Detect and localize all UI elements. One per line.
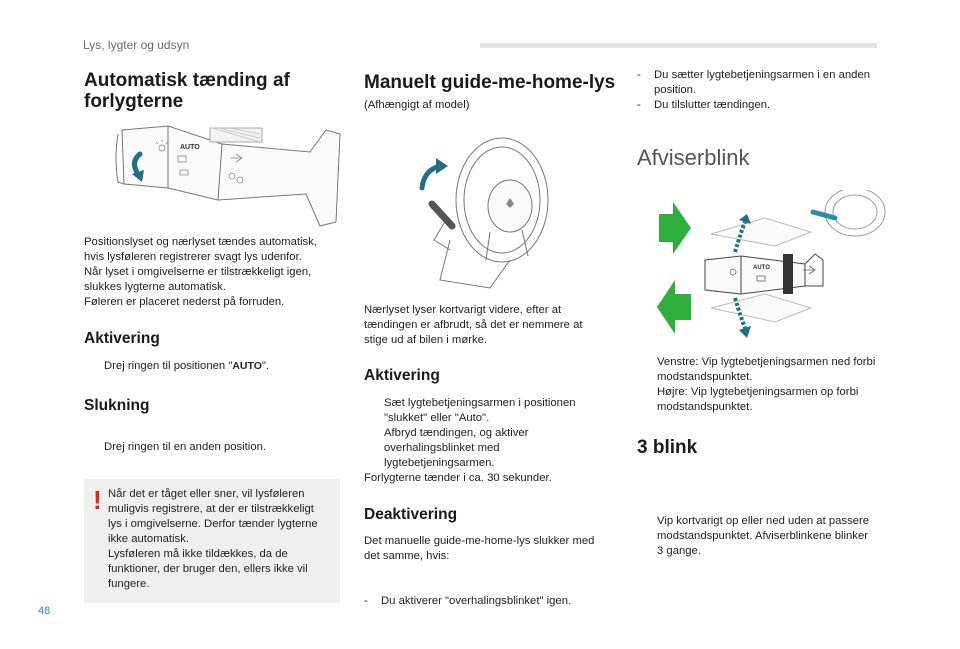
text-line: Lysføleren må ikke tildækkes, da de <box>108 548 288 560</box>
title-line: forlygterne <box>84 91 184 112</box>
text-line: slukkes lygterne automatisk. <box>84 281 226 293</box>
afviserblink-heading: Afviserblink <box>637 145 750 170</box>
text-line: det samme, hvis: <box>364 550 450 562</box>
text-line: stige ud af bilen i mørke. <box>364 334 488 346</box>
text: Drej ringen til positionen " <box>104 360 233 372</box>
indicator-illustration: AUTO <box>657 190 886 338</box>
auto-keyword: AUTO <box>232 360 262 372</box>
text-line: fungere. <box>108 578 150 590</box>
text-line: modstandspunktet. <box>657 371 753 383</box>
text-line: position. <box>654 84 697 96</box>
text-line: Højre: Vip lygtebetjeningsarmen op forbi <box>657 386 859 398</box>
warning-text: Når det er tåget eller sner, vil lysføle… <box>108 487 334 592</box>
aktivering-item: Drej ringen til positionen "AUTO". <box>84 359 364 374</box>
text-line: Vip kortvarigt op eller ned uden at pass… <box>657 515 870 527</box>
guide-intro: Nærlyset lyser kortvarigt videre, efter … <box>364 303 614 348</box>
deaktivering-continued: - Du sætter lygtebetjeningsarmen i en an… <box>637 68 897 113</box>
rotate-arrow <box>132 151 143 177</box>
text-line: Du tilslutter tændingen. <box>654 99 771 111</box>
text-line: Når det er tåget eller sner, vil lysføle… <box>108 488 305 500</box>
list-item: Højre: Vip lygtebetjeningsarmen op forbi… <box>637 385 897 415</box>
slukning-heading: Slukning <box>84 397 150 414</box>
text-line: Nærlyset lyser kortvarigt videre, efter … <box>364 304 562 316</box>
deaktivering-heading: Deaktivering <box>364 506 458 523</box>
text: Du aktiverer "overhalingsblinket" igen. <box>381 595 572 607</box>
text-line: Positionslyset og nærlyset tændes automa… <box>84 236 317 248</box>
text-line: Føleren er placeret nederst på forruden. <box>84 296 285 308</box>
text-line: Du sætter lygtebetjeningsarmen i en ande… <box>654 69 871 81</box>
list-item: Sæt lygtebetjeningsarmen i positionen "s… <box>364 396 614 426</box>
auto-headlights-title: Automatisk tænding af forlygterne <box>84 70 290 112</box>
guide-me-home-title: Manuelt guide-me-home-lys <box>364 72 616 93</box>
text-line: lys i omgivelserne. Derfor tænder lygter… <box>108 518 318 530</box>
text-line: Venstre: Vip lygtebetjeningsarmen ned fo… <box>657 356 876 368</box>
text-line: modstandspunktet. Afviserblinkene blinke… <box>657 530 868 542</box>
guide-aktivering-list: Sæt lygtebetjeningsarmen i positionen "s… <box>364 396 614 486</box>
duration-note: Forlygterne tænder i ca. 30 sekunder. <box>364 472 552 484</box>
text-line: Når lyset i omgivelserne er tilstrækkeli… <box>84 266 312 278</box>
text-line: 3 gange. <box>657 545 701 557</box>
guide-aktivering-heading: Aktivering <box>364 367 440 384</box>
header-bar <box>480 43 877 48</box>
deaktivering-item: - Du aktiverer "overhalingsblinket" igen. <box>364 594 641 609</box>
dash-mark: - <box>364 595 368 607</box>
dash-mark: - <box>637 69 641 81</box>
text-line: "slukket" eller "Auto". <box>384 412 490 424</box>
steering-wheel-illustration <box>419 137 549 289</box>
text-line: ikke automatisk. <box>108 533 189 545</box>
text-line: overhalingsblinket med <box>384 442 500 454</box>
auto-stalk-illustration: AUTO <box>115 125 341 227</box>
three-blink-item: Vip kortvarigt op eller ned uden at pass… <box>637 514 917 559</box>
text-line: hvis lysføleren registrerer svagt lys ud… <box>84 251 302 263</box>
dash-mark: - <box>637 99 641 111</box>
up-arrow-icon <box>739 214 751 224</box>
afviserblink-list: Venstre: Vip lygtebetjeningsarmen ned fo… <box>637 355 897 415</box>
text-line: muligvis registrere, at der er tilstrækk… <box>108 503 314 515</box>
page-number: 48 <box>38 605 51 617</box>
auto-label: AUTO <box>180 144 200 151</box>
warning-box: ! Når det er tåget eller sner, vil lysfø… <box>84 479 340 603</box>
deaktivering-intro: Det manuelle guide-me-home-lys slukker m… <box>364 534 624 564</box>
down-arrow-icon <box>739 326 751 338</box>
stalk <box>428 200 456 230</box>
logo-mark <box>506 198 514 208</box>
slukning-item: Drej ringen til en anden position. <box>84 440 364 455</box>
section-header: Lys, lygter og udsyn <box>83 38 190 52</box>
text-line: Sæt lygtebetjeningsarmen i positionen <box>384 397 576 409</box>
right-arrow-icon <box>659 202 691 254</box>
list-item: - Du sætter lygtebetjeningsarmen i en an… <box>637 68 897 98</box>
left-arrow-icon <box>657 280 691 334</box>
auto-intro: Positionslyset og nærlyset tændes automa… <box>84 235 344 310</box>
list-item: Afbryd tændingen, og aktiver overhalings… <box>364 426 614 471</box>
three-blink-heading: 3 blink <box>637 437 698 458</box>
text-line: tændingen er afbrudt, så det er nemmere … <box>364 319 583 331</box>
warning-icon: ! <box>93 485 102 515</box>
auto-label: AUTO <box>753 265 770 271</box>
aktivering-heading: Aktivering <box>84 330 160 347</box>
stalk-tip <box>810 209 838 221</box>
text: ". <box>261 360 270 372</box>
list-item: - Du tilslutter tændingen. <box>637 98 897 113</box>
text-line: Det manuelle guide-me-home-lys slukker m… <box>364 535 595 547</box>
text-line: modstandspunktet. <box>657 401 753 413</box>
text-line: funktioner, der bruger den, ellers ikke … <box>108 563 308 575</box>
text: Drej ringen til en anden position. <box>104 441 267 453</box>
title-line: Automatisk tænding af <box>84 70 290 91</box>
text-line: Afbryd tændingen, og aktiver <box>384 427 529 439</box>
list-item: Venstre: Vip lygtebetjeningsarmen ned fo… <box>637 355 897 385</box>
model-note: (Afhængigt af model) <box>364 99 470 111</box>
text-line: lygtebetjeningsarmen. <box>384 457 495 469</box>
